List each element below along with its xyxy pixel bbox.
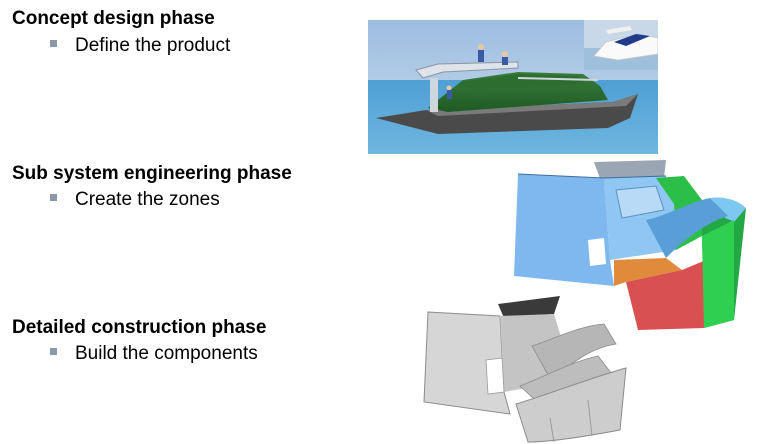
square-bullet-icon xyxy=(50,194,57,202)
phase-3-bullet-text: Build the components xyxy=(75,343,258,364)
square-bullet-icon xyxy=(50,348,57,356)
phase-1-bullet-text: Define the product xyxy=(75,35,231,56)
square-bullet-icon xyxy=(50,40,57,48)
zones-model-image xyxy=(506,160,751,335)
phase-2-heading: Sub system engineering phase xyxy=(12,163,292,184)
phase-2-bullet-text: Create the zones xyxy=(75,189,220,210)
phase-3-bullet: Build the components xyxy=(50,343,258,365)
phase-1-heading: Concept design phase xyxy=(12,8,215,29)
phase-3-heading: Detailed construction phase xyxy=(12,317,267,338)
components-model-image xyxy=(420,296,635,444)
boat-photo-inset xyxy=(584,20,658,70)
boat-concept-image xyxy=(368,20,658,154)
phase-1-bullet: Define the product xyxy=(50,35,230,57)
phase-2-bullet: Create the zones xyxy=(50,189,220,211)
